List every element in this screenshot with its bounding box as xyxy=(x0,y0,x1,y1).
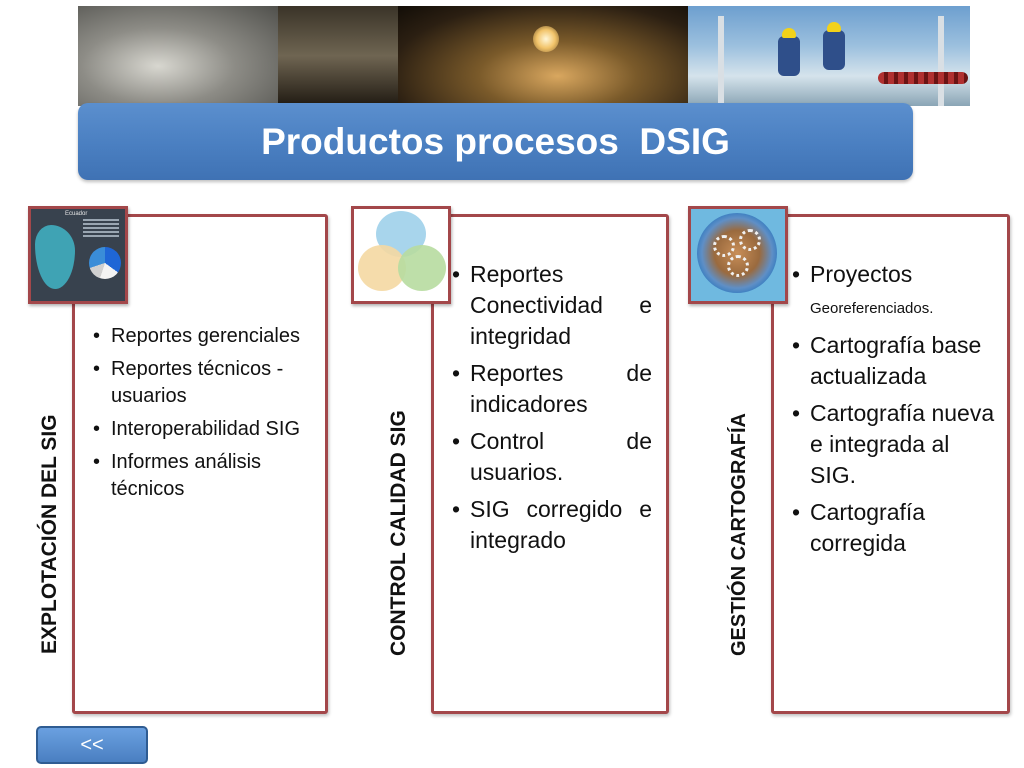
bullet-list: Reportes Conectividad e integridad Repor… xyxy=(448,259,652,562)
header-banner-photo xyxy=(78,6,970,106)
banner-lamp-glow xyxy=(533,26,559,52)
banner-photo-worker-lamp xyxy=(398,6,688,106)
banner-worker xyxy=(823,30,845,70)
panel-gestion-cartografia: Proyectos Georeferenciados. Cartografía … xyxy=(771,214,1010,714)
banner-tower xyxy=(938,16,944,106)
map-legend xyxy=(83,219,119,239)
pie-chart-icon xyxy=(89,247,121,279)
list-item: Reportes de indicadores xyxy=(448,358,652,420)
list-item-text: Proyectos xyxy=(810,261,913,287)
list-item: Interoperabilidad SIG xyxy=(89,416,315,443)
list-item: Cartografía corregida xyxy=(788,497,1000,559)
map-shape xyxy=(35,225,75,289)
banner-hardhat xyxy=(827,22,841,32)
map-thumbnail-title: Ecuador xyxy=(65,211,88,217)
panel-heading-text: CONTROL CALIDAD SIG xyxy=(387,410,410,656)
banner-worker xyxy=(778,36,800,76)
list-item: Proyectos Georeferenciados. xyxy=(788,259,1000,324)
list-item: Cartografía base actualizada xyxy=(788,330,1000,392)
banner-photo-meter xyxy=(78,6,278,106)
banner-tower xyxy=(718,16,724,106)
list-item: Reportes gerenciales xyxy=(89,323,315,350)
ecuador-map-thumbnail: Ecuador xyxy=(28,206,128,304)
list-item: Reportes técnicos -usuarios xyxy=(89,356,315,410)
list-item: SIG corregido e integrado xyxy=(448,494,652,556)
banner-photo-wall xyxy=(278,6,398,106)
title-bar: Productos procesos DSIG xyxy=(78,103,913,180)
panel-heading-text: GESTIÓN CARTOGRAFÍA xyxy=(728,413,750,656)
cog-icon xyxy=(727,255,749,277)
list-item: Control de usuarios. xyxy=(448,426,652,488)
list-item: Informes análisis técnicos xyxy=(89,449,315,503)
page-title: Productos procesos DSIG xyxy=(261,120,730,162)
gear-icon xyxy=(697,213,777,293)
bullet-list: Reportes gerenciales Reportes técnicos -… xyxy=(89,323,315,509)
cog-icon xyxy=(713,235,735,257)
back-button[interactable]: << xyxy=(36,726,148,764)
list-item: Reportes Conectividad e integridad xyxy=(448,259,652,352)
banner-cable-coil xyxy=(878,72,968,84)
list-item: Cartografía nueva e integrada al SIG. xyxy=(788,398,1000,491)
cog-icon xyxy=(739,229,761,251)
panel-heading-text: EXPLOTACIÓN DEL SIG xyxy=(38,414,61,654)
gis-process-diagram-thumbnail xyxy=(351,206,451,304)
bullet-list: Proyectos Georeferenciados. Cartografía … xyxy=(788,259,1000,565)
banner-hardhat xyxy=(782,28,796,38)
diagram-circle-geodatabase xyxy=(398,245,446,291)
panel-control-calidad: Reportes Conectividad e integridad Repor… xyxy=(431,214,669,714)
gears-teamwork-thumbnail xyxy=(688,206,788,304)
list-item-subtext: Georeferenciados. xyxy=(810,300,934,317)
